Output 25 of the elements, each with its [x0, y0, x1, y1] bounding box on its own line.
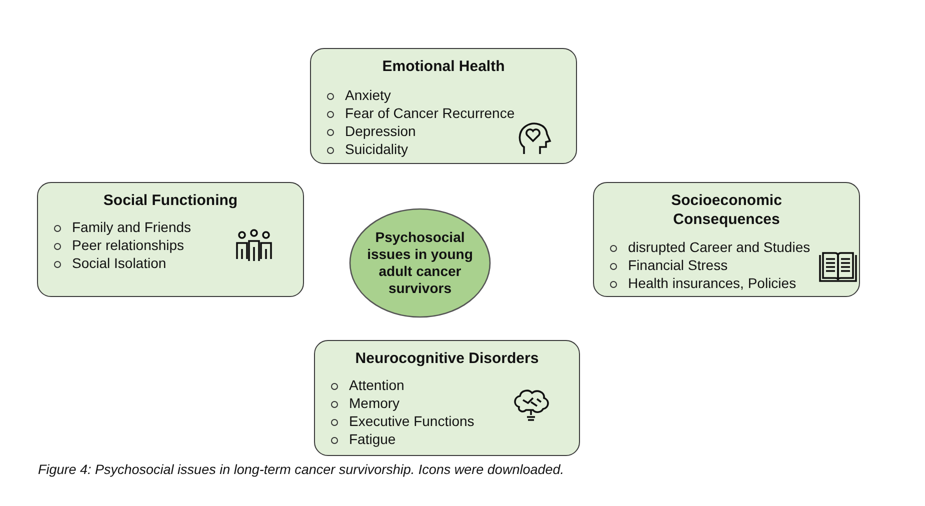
- category-box: [314, 340, 580, 456]
- bullet-item: Health insurances, Policies: [628, 275, 796, 292]
- box-heading: Emotional Health: [381, 57, 506, 76]
- bullet-item: Fear of Cancer Recurrence: [345, 105, 515, 122]
- bullet-item: Financial Stress: [628, 257, 728, 274]
- figure-caption: Figure 4: Psychosocial issues in long-term cancer survivorship. Icons were downloaded.: [38, 462, 564, 477]
- bullet-item: Attention: [349, 377, 404, 394]
- category-box: [593, 182, 860, 297]
- category-box: [37, 182, 304, 297]
- center-label: Psychosocial issues in young adult cancer survivors: [366, 228, 474, 298]
- box-heading: Neurocognitive Disorders: [354, 349, 540, 368]
- bullet-item: Anxiety: [345, 87, 391, 104]
- bullet-item: Memory: [349, 395, 400, 412]
- bullet-item: disrupted Career and Studies: [628, 239, 810, 256]
- bullet-item: Family and Friends: [72, 219, 192, 236]
- bullet-item: Depression: [345, 123, 416, 140]
- bullet-item: Peer relationships: [72, 237, 184, 254]
- bullet-item: Executive Functions: [349, 413, 474, 430]
- bullet-item: Suicidality: [345, 141, 408, 158]
- bullet-item: Social Isolation: [72, 255, 166, 272]
- center-ellipse: [349, 208, 491, 318]
- box-heading: Socioeconomic Consequences: [670, 191, 783, 229]
- bullet-item: Fatigue: [349, 431, 396, 448]
- box-heading: Social Functioning: [102, 191, 239, 210]
- category-box: [310, 48, 577, 164]
